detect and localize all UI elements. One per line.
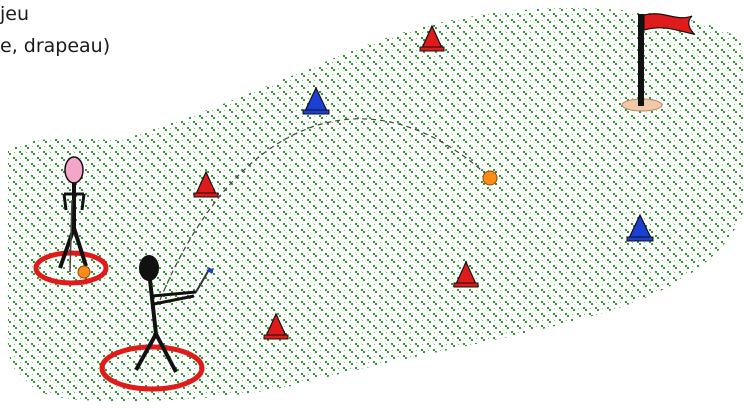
stick-figure-icon — [99, 255, 214, 392]
cone-icon — [302, 86, 330, 115]
ball-trajectory — [159, 118, 489, 301]
caption-line-1: jeu — [0, 3, 30, 25]
ball-icon — [482, 170, 498, 186]
cone-icon — [626, 213, 654, 242]
cone-icon — [419, 24, 445, 52]
caption-line-2: e, drapeau) — [0, 35, 111, 57]
cone-icon — [193, 170, 219, 198]
stick-figure-icon — [33, 156, 109, 286]
flag-icon — [621, 13, 696, 112]
cone-icon — [453, 260, 479, 288]
cone-icon — [263, 312, 289, 340]
